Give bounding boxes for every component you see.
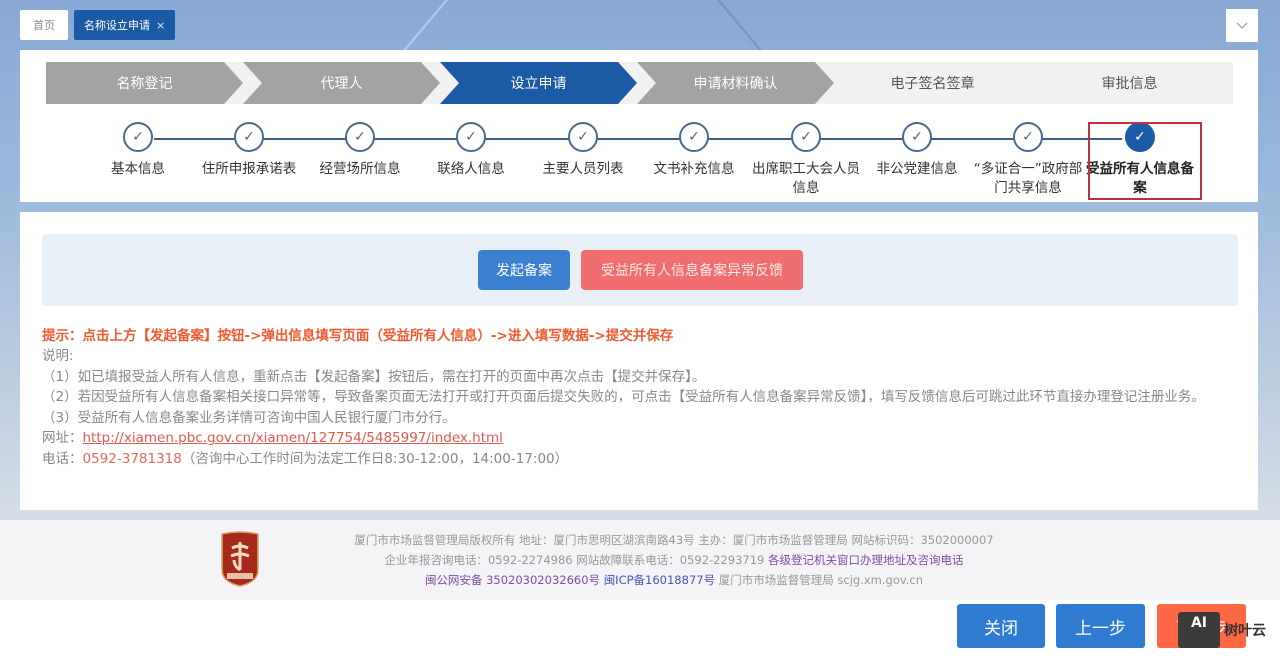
phase-label: 电子签名签章 <box>890 76 975 92</box>
footer-line-1: 厦门市市场监督管理局版权所有 地址：厦门市思明区湖滨南路43号 主办：厦门市市场… <box>354 533 994 547</box>
tab-label: 名称设立申请 <box>84 19 150 32</box>
check-circle-icon: ✓ <box>1013 122 1043 152</box>
note-item-1: （1）如已填报受益人所有人信息，重新点击【发起备案】按钮后，需在打开的页面中再次… <box>42 368 706 385</box>
tab-bar: 首页 名称设立申请 × <box>20 10 176 40</box>
step-label: 非公党建信息 <box>876 161 958 177</box>
step-party-building[interactable]: ✓ 非公党建信息 <box>861 122 973 179</box>
note-item-2: （2）若因受益所有人信息备案相关接口异常等，导致备案页面无法打开或打开页面后提交… <box>42 389 1205 405</box>
party-gov-logo[interactable] <box>218 530 262 588</box>
url-row: 网址：http://xiamen.pbc.gov.cn/xiamen/12775… <box>42 428 1238 449</box>
footer-phones: 企业年报咨询电话：0592-2274986 网站故障联系电话：0592-2293… <box>384 553 765 567</box>
icp-record-link[interactable]: 闽ICP备16018877号 <box>603 573 716 587</box>
phase-label: 代理人 <box>320 76 363 92</box>
phase-materials-confirm[interactable]: 申请材料确认 <box>637 62 834 104</box>
note-item-3: （3）受益所有人信息备案业务详情可咨询中国人民银行厦门市分行。 <box>42 409 456 426</box>
current-step-highlight <box>1088 122 1202 200</box>
step-multi-certificate-sharing[interactable]: ✓ “多证合一”政府部门共享信息 <box>972 122 1084 198</box>
check-circle-icon: ✓ <box>568 122 598 152</box>
check-circle-icon: ✓ <box>791 122 821 152</box>
tab-dropdown-button[interactable] <box>1226 9 1258 42</box>
step-beneficial-owner[interactable]: ✓ 受益所有人信息备案 <box>1084 122 1196 198</box>
progress-panel: 名称登记 代理人 设立申请 申请材料确认 电子签名签章 审批信息 <box>20 50 1258 202</box>
exception-feedback-button[interactable]: 受益所有人信息备案异常反馈 <box>581 250 803 290</box>
footer-site: 厦门市市场监督管理局 scjg.xm.gov.cn <box>718 573 924 587</box>
phase-e-signature[interactable]: 电子签名签章 <box>834 62 1031 104</box>
phone-hours: （咨询中心工作时间为法定工作日8:30-12:00，14:00-17:00） <box>181 450 569 467</box>
notes-title: 说明: <box>42 348 74 364</box>
start-filing-button[interactable]: 发起备案 <box>478 250 570 290</box>
step-staff-meeting-attendees[interactable]: ✓ 出席职工大会人员信息 <box>750 122 862 198</box>
phase-label: 名称登记 <box>116 76 173 92</box>
chevron-shape <box>243 62 440 104</box>
phone-number: 0592-3781318 <box>82 450 182 467</box>
step-document-supplement[interactable]: ✓ 文书补充信息 <box>638 122 750 179</box>
check-circle-icon: ✓ <box>1125 122 1155 152</box>
phase-establish-application[interactable]: 设立申请 <box>440 62 637 104</box>
previous-step-button[interactable]: 上一步 <box>1056 604 1145 648</box>
step-residence-commitment[interactable]: ✓ 住所申报承诺表 <box>193 122 305 179</box>
pbc-url-link[interactable]: http://xiamen.pbc.gov.cn/xiamen/127754/5… <box>82 430 503 446</box>
tab-name-application[interactable]: 名称设立申请 × <box>74 10 176 40</box>
check-circle-icon: ✓ <box>679 122 709 152</box>
ai-badge-icon: AI <box>1178 612 1220 648</box>
step-contact-info[interactable]: ✓ 联络人信息 <box>415 122 527 179</box>
action-bar: 发起备案 受益所有人信息备案异常反馈 <box>42 234 1238 306</box>
beneficial-owner-panel: 发起备案 受益所有人信息备案异常反馈 提示：点击上方【发起备案】按钮->弹出信息… <box>20 212 1258 510</box>
sub-step-progress: ✓ 基本信息 ✓ 住所申报承诺表 ✓ 经营场所信息 ✓ 联络人信息 ✓ 主要人员… <box>82 122 1212 202</box>
check-circle-icon: ✓ <box>123 122 153 152</box>
footer-line-2: 企业年报咨询电话：0592-2274986 网站故障联系电话：0592-2293… <box>300 550 1048 570</box>
step-business-premises[interactable]: ✓ 经营场所信息 <box>304 122 416 179</box>
step-connector <box>154 138 1122 140</box>
step-label: 经营场所信息 <box>319 161 401 177</box>
phase-label: 申请材料确认 <box>693 76 778 92</box>
check-circle-icon: ✓ <box>456 122 486 152</box>
step-label: 住所申报承诺表 <box>201 161 297 177</box>
watermark: AI 树叶云 <box>1178 612 1266 648</box>
phone-row: 电话：0592-3781318（咨询中心工作时间为法定工作日8:30-12:00… <box>42 449 1238 470</box>
step-label: 主要人员列表 <box>542 161 624 177</box>
step-label: 基本信息 <box>111 161 165 177</box>
step-label: “多证合一”政府部门共享信息 <box>973 161 1083 196</box>
hint-text: 提示：点击上方【发起备案】按钮->弹出信息填写页面（受益所有人信息）->进入填写… <box>42 328 674 344</box>
close-icon[interactable]: × <box>156 18 166 32</box>
step-key-personnel[interactable]: ✓ 主要人员列表 <box>527 122 639 179</box>
step-label: 出席职工大会人员信息 <box>752 161 860 196</box>
phase-label: 审批信息 <box>1101 76 1158 92</box>
check-circle-icon: ✓ <box>345 122 375 152</box>
chevron-shape <box>440 62 637 104</box>
step-basic-info[interactable]: ✓ 基本信息 <box>82 122 194 179</box>
chevron-shape <box>46 62 243 104</box>
notes: 说明: （1）如已填报受益人所有人信息，重新点击【发起备案】按钮后，需在打开的页… <box>42 346 1238 469</box>
chevron-shape <box>637 62 834 104</box>
tab-home[interactable]: 首页 <box>20 10 68 40</box>
footer-line-3: 闽公网安备 35020302032660号 闽ICP备16018877号 厦门市… <box>300 570 1048 590</box>
close-button[interactable]: 关闭 <box>957 604 1045 648</box>
gov-emblem-icon <box>221 531 259 587</box>
check-circle-icon: ✓ <box>902 122 932 152</box>
step-label: 受益所有人信息备案 <box>1086 161 1194 196</box>
phase-agent[interactable]: 代理人 <box>243 62 440 104</box>
url-label: 网址： <box>42 430 83 446</box>
chevron-down-icon <box>1236 22 1248 29</box>
phase-label: 设立申请 <box>510 76 567 92</box>
police-record-link[interactable]: 闽公网安备 35020302032660号 <box>424 573 601 587</box>
watermark-text: 树叶云 <box>1224 623 1266 639</box>
step-label: 文书补充信息 <box>653 161 735 177</box>
footer-text: 厦门市市场监督管理局版权所有 地址：厦门市思明区湖滨南路43号 主办：厦门市市场… <box>300 530 1048 590</box>
phase-name-registration[interactable]: 名称登记 <box>46 62 243 104</box>
registration-offices-link[interactable]: 各级登记机关窗口办理地址及咨询电话 <box>768 553 964 567</box>
phone-label: 电话： <box>42 450 83 467</box>
step-label: 联络人信息 <box>437 161 505 177</box>
site-footer: 厦门市市场监督管理局版权所有 地址：厦门市思明区湖滨南路43号 主办：厦门市市场… <box>0 520 1280 600</box>
phase-approval-info[interactable]: 审批信息 <box>1031 62 1228 104</box>
check-circle-icon: ✓ <box>234 122 264 152</box>
phase-chevron-bar: 名称登记 代理人 设立申请 申请材料确认 电子签名签章 审批信息 <box>46 62 1233 104</box>
